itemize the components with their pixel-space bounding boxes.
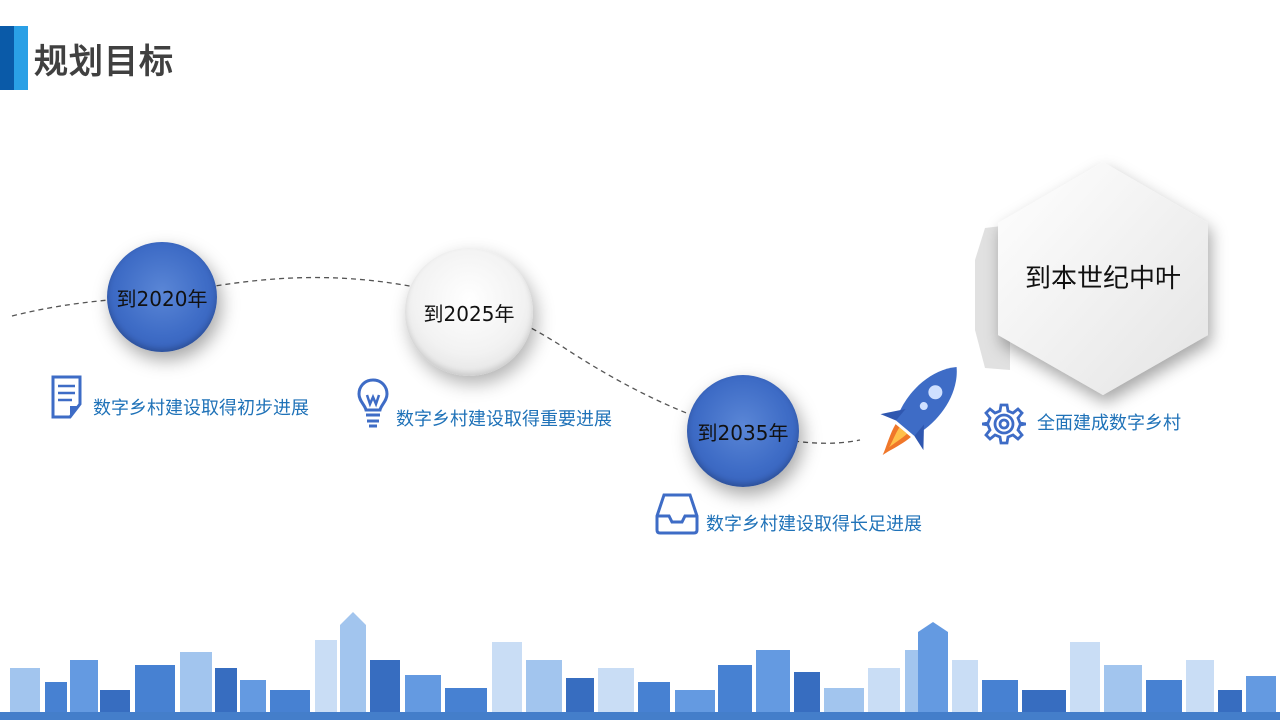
city-skyline	[0, 612, 1280, 720]
milestone-desc-2020: 数字乡村建设取得初步进展	[93, 398, 309, 419]
gear-icon	[982, 403, 1026, 445]
milestone-year-label: 到2025年	[423, 301, 515, 326]
rocket-icon	[880, 366, 957, 456]
document-icon	[51, 375, 82, 419]
milestone-desc-2025: 数字乡村建设取得重要进展	[396, 409, 612, 430]
milestone-year-label: 到2020年	[116, 286, 208, 311]
lightbulb-icon	[357, 378, 389, 428]
milestone-year-label: 到2035年	[697, 420, 789, 445]
title-accent-dark	[0, 26, 14, 90]
inbox-tray-icon	[655, 493, 699, 535]
milestone-circle-2020: 到2020年	[107, 242, 217, 352]
milestone-circle-2025: 到2025年	[405, 248, 533, 376]
title-accent-light	[14, 26, 28, 90]
hexagon-shape	[998, 162, 1208, 395]
milestone-circle-2035: 到2035年	[687, 375, 799, 487]
milestone-year-label-final: 到本世纪中叶	[1024, 264, 1181, 294]
page-title: 规划目标	[34, 42, 174, 82]
milestone-desc-2035: 数字乡村建设取得长足进展	[706, 514, 922, 535]
milestone-desc-final: 全面建成数字乡村	[1037, 413, 1181, 434]
